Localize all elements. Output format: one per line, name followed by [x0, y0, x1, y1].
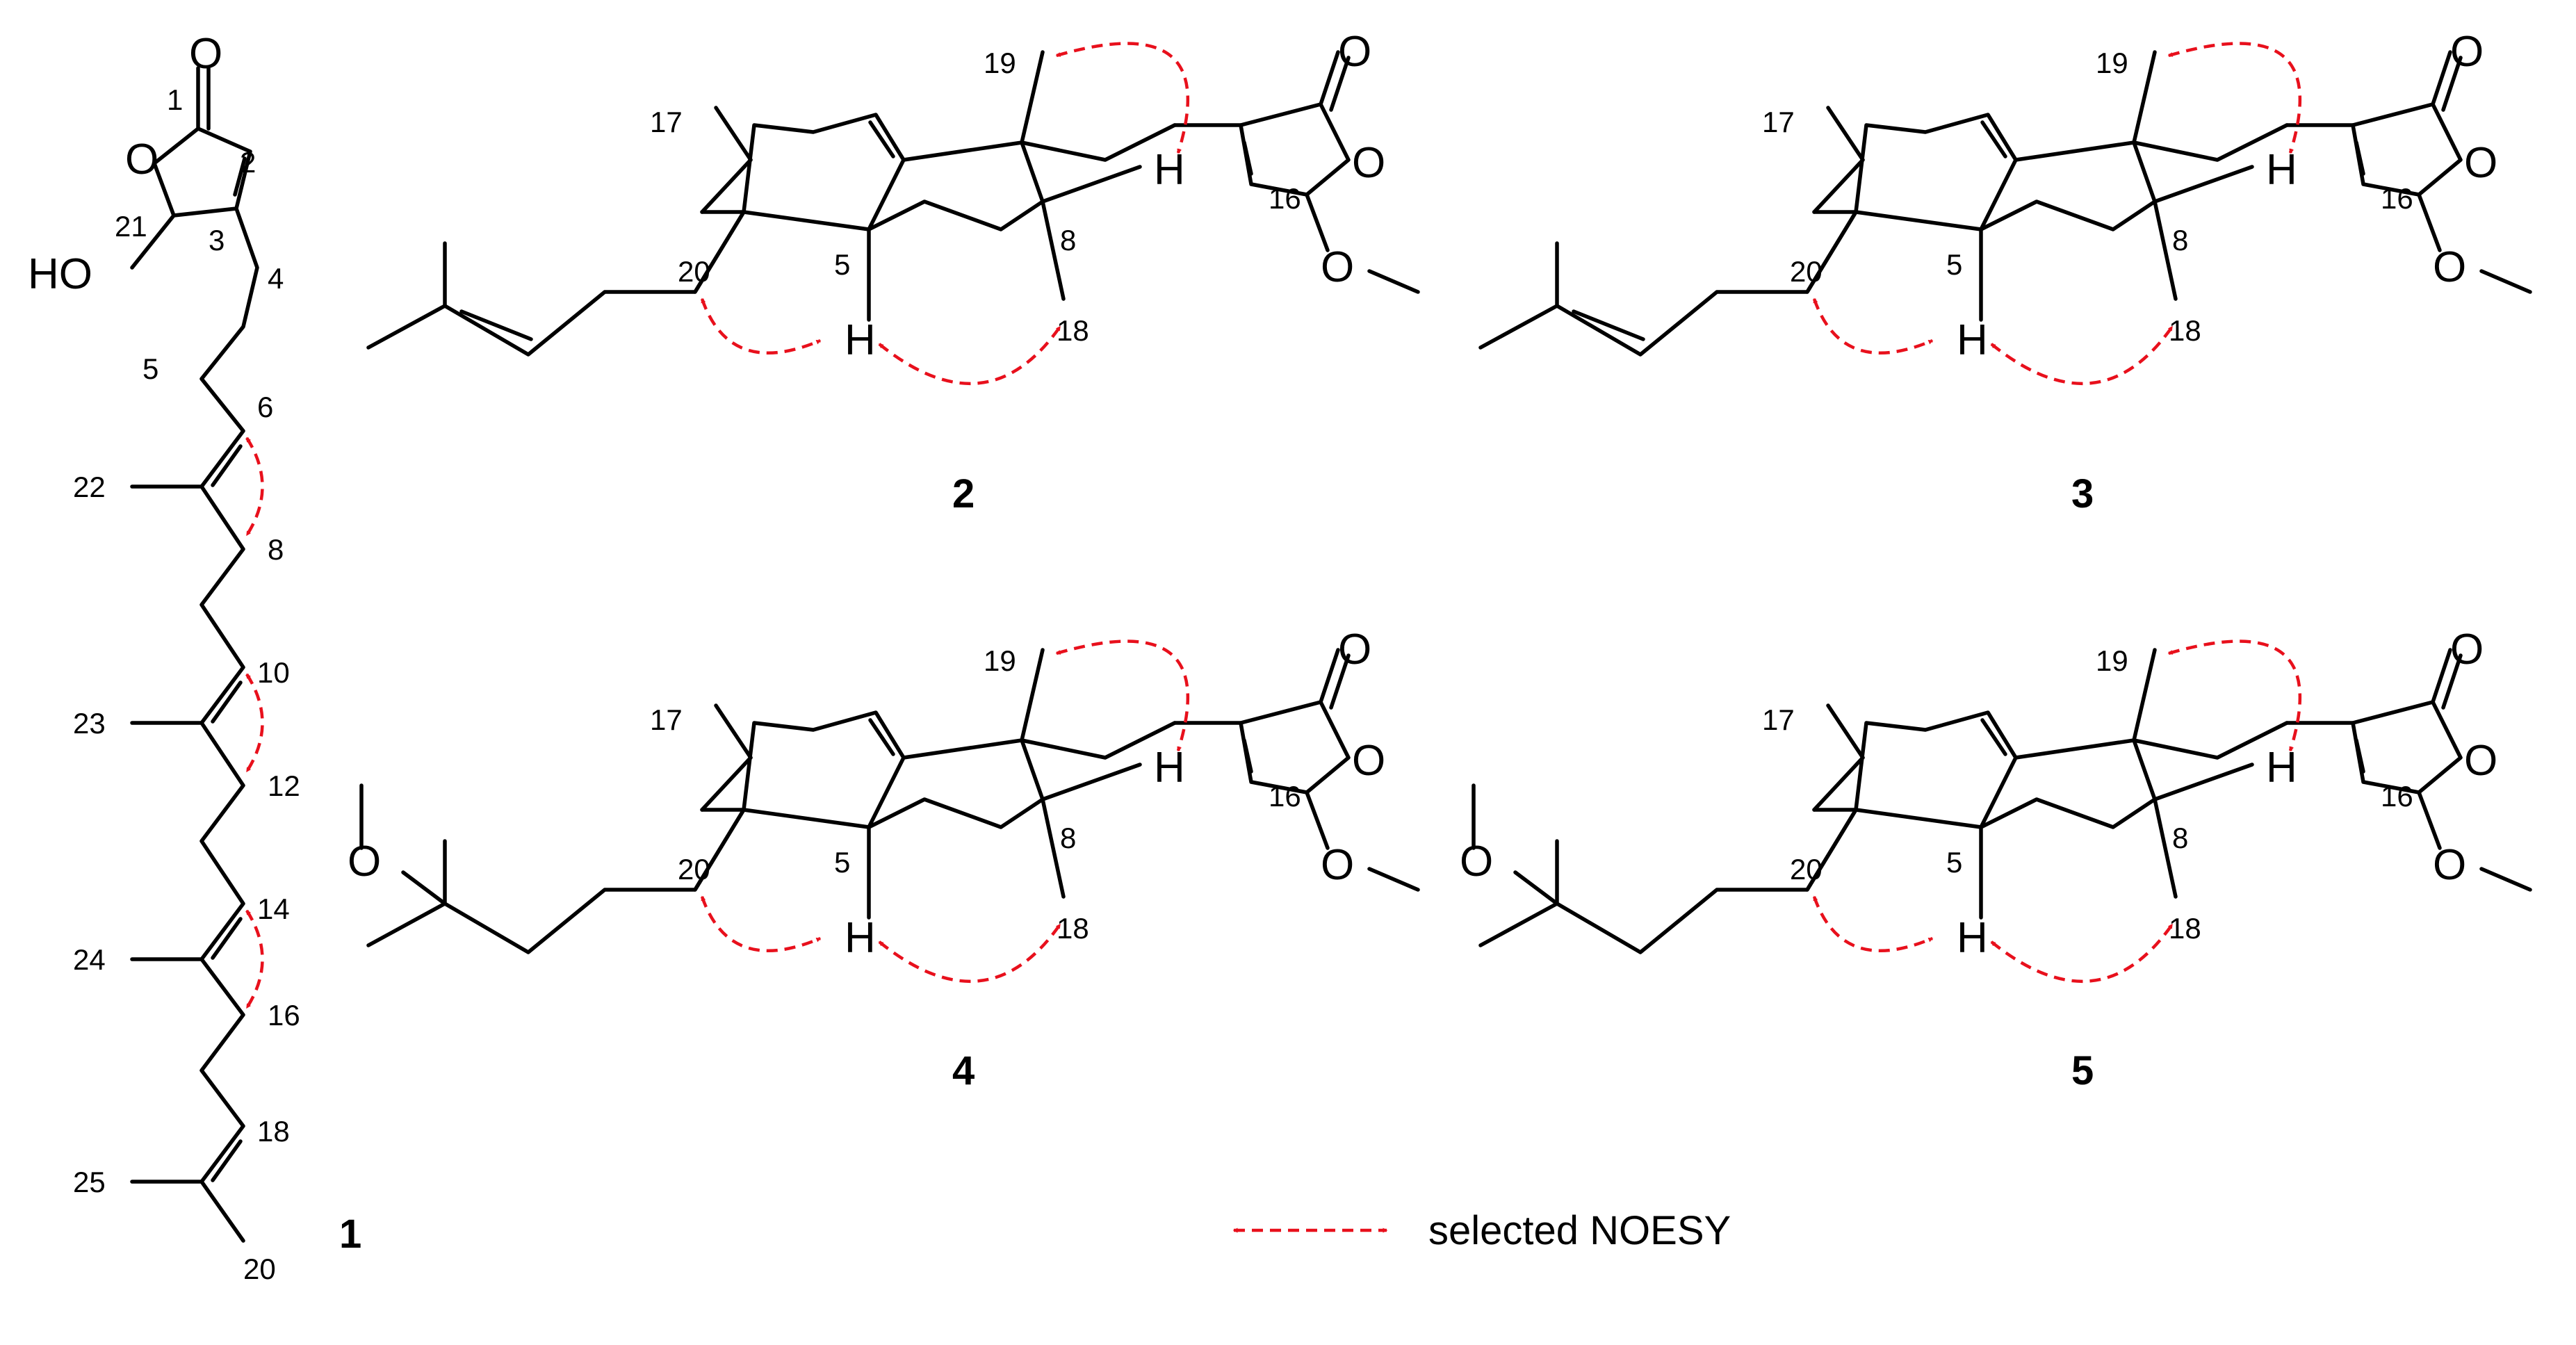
locant-8: 8: [268, 533, 284, 566]
compound-label-3: 3: [2071, 471, 2094, 516]
legend: selected NOESY: [1232, 1208, 1731, 1253]
locant-20: 20: [1790, 255, 1823, 288]
locant-6: 6: [257, 391, 273, 423]
h-label: H: [1957, 316, 1988, 364]
locant-8: 8: [1060, 822, 1076, 854]
locant-25: 25: [73, 1166, 106, 1198]
locant-10: 10: [257, 656, 290, 689]
compound-2: H H O O O 17 19 20 5 8 18 16 2: [366, 28, 1420, 516]
locant-8: 8: [2172, 224, 2188, 256]
h-label: H: [2266, 146, 2297, 194]
compound-3: H H O O O 17 19 20 5 8 18 16 3: [1478, 28, 2532, 516]
locant-18: 18: [1057, 314, 1089, 347]
locant-19: 19: [2096, 644, 2128, 677]
locant-24: 24: [73, 943, 106, 976]
ring-oxygen: O: [1352, 139, 1385, 187]
h-label: H: [1154, 744, 1185, 792]
locant-17: 17: [1762, 703, 1795, 736]
methoxy-oxygen: O: [2433, 243, 2466, 291]
locant-2: 2: [240, 146, 256, 179]
side-chain-oxygen: O: [1460, 838, 1493, 886]
locant-20: 20: [1790, 853, 1823, 886]
carbonyl-oxygen: O: [189, 30, 222, 78]
side-chain-oxygen: O: [348, 838, 381, 886]
locant-16: 16: [268, 999, 300, 1032]
h-label: H: [1957, 914, 1988, 962]
locant-17: 17: [650, 703, 683, 736]
locant-1: 1: [167, 83, 183, 116]
locant-5: 5: [1946, 248, 1962, 281]
compound-1: O O HO 1 2 3 21 4 5 6 22 8 10 23 12 14 2…: [28, 30, 361, 1285]
locant-14: 14: [257, 892, 290, 925]
ring-oxygen: O: [125, 136, 158, 184]
locant-8: 8: [1060, 224, 1076, 256]
locant-21: 21: [115, 210, 147, 243]
h-label: H: [2266, 744, 2297, 792]
locant-18: 18: [1057, 912, 1089, 945]
locant-3: 3: [209, 224, 225, 256]
locant-20: 20: [678, 255, 710, 288]
carbonyl-oxygen: O: [1338, 28, 1371, 76]
locant-5: 5: [834, 846, 850, 879]
locant-19: 19: [2096, 47, 2128, 79]
ring-oxygen: O: [1352, 737, 1385, 785]
locant-16: 16: [2381, 780, 2413, 813]
compound-5: O H H O O O 17 19 20 5 8 18 16 5: [1460, 626, 2532, 1093]
locant-17: 17: [650, 106, 683, 138]
locant-18: 18: [2169, 912, 2201, 945]
locant-17: 17: [1762, 106, 1795, 138]
carbonyl-oxygen: O: [2450, 28, 2484, 76]
locant-19: 19: [984, 47, 1016, 79]
methoxy-oxygen: O: [2433, 841, 2466, 889]
locant-20: 20: [243, 1253, 276, 1285]
locant-5: 5: [142, 352, 158, 385]
compound-label-1: 1: [339, 1212, 361, 1257]
locant-12: 12: [268, 769, 300, 802]
locant-16: 16: [2381, 182, 2413, 215]
h-label: H: [845, 316, 876, 364]
locant-16: 16: [1269, 780, 1301, 813]
methoxy-oxygen: O: [1321, 841, 1354, 889]
locant-16: 16: [1269, 182, 1301, 215]
compound-label-5: 5: [2071, 1048, 2094, 1093]
locant-23: 23: [73, 707, 106, 740]
locant-5: 5: [834, 248, 850, 281]
legend-label: selected NOESY: [1428, 1208, 1731, 1253]
ring-oxygen: O: [2464, 737, 2497, 785]
carbonyl-oxygen: O: [1338, 626, 1371, 674]
compound-label-2: 2: [952, 471, 975, 516]
locant-8: 8: [2172, 822, 2188, 854]
locant-22: 22: [73, 471, 106, 503]
methoxy-oxygen: O: [1321, 243, 1354, 291]
locant-18: 18: [257, 1115, 290, 1148]
locant-19: 19: [984, 644, 1016, 677]
compound-4: O H H O O O 17 19 20 5 8 18 16 4: [348, 626, 1420, 1093]
locant-4: 4: [268, 262, 284, 295]
ring-oxygen: O: [2464, 139, 2497, 187]
h-label: H: [1154, 146, 1185, 194]
carbonyl-oxygen: O: [2450, 626, 2484, 674]
h-label: H: [845, 914, 876, 962]
hydroxyl-group: HO: [28, 250, 92, 298]
locant-5: 5: [1946, 846, 1962, 879]
locant-20: 20: [678, 853, 710, 886]
compound-label-4: 4: [952, 1048, 975, 1093]
locant-18: 18: [2169, 314, 2201, 347]
